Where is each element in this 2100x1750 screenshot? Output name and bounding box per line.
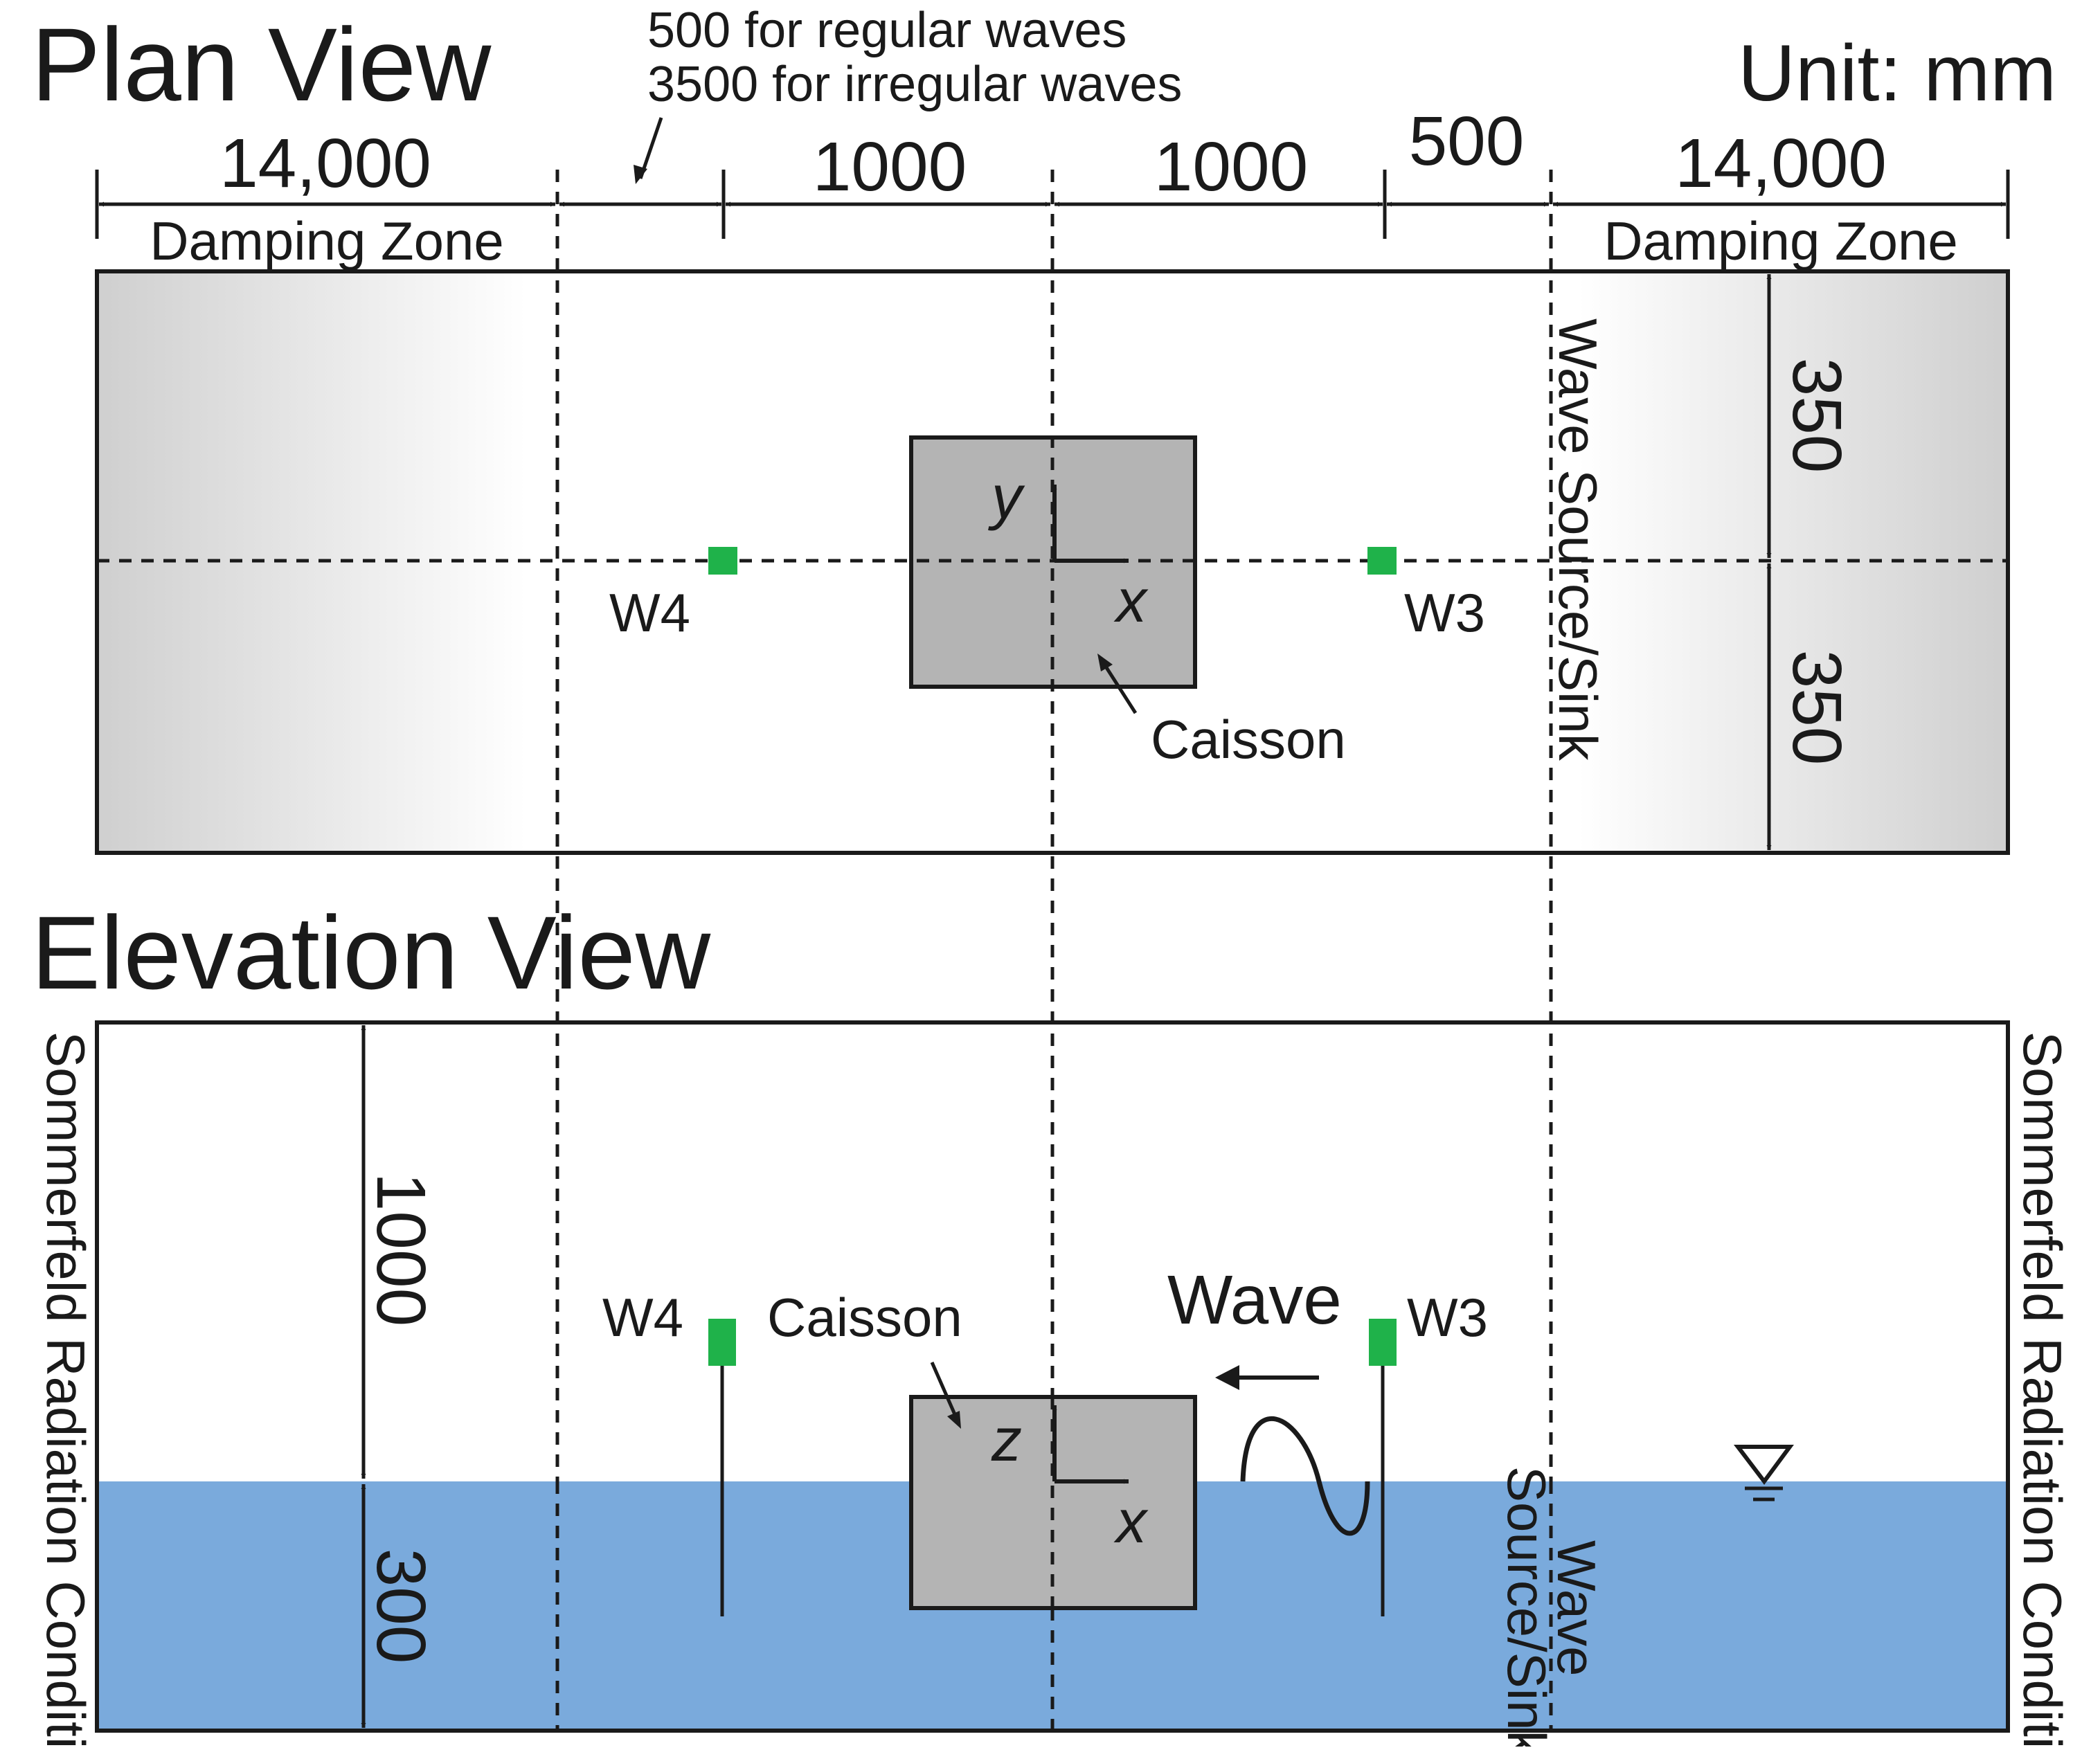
elevation-wave-source-line-2: Source/Sink bbox=[1496, 1466, 1557, 1747]
elevation-axis-x: x bbox=[1113, 1487, 1149, 1555]
dim-damping-right: 14,000 bbox=[1675, 125, 1887, 202]
dim-air-height: 1000 bbox=[362, 1173, 440, 1326]
length-note-line-1: 500 for regular waves bbox=[647, 3, 1127, 58]
elevation-dashed-guides bbox=[555, 1481, 1553, 1731]
unit-label: Unit: mm bbox=[1738, 29, 2056, 118]
damping-label-left: Damping Zone bbox=[150, 210, 504, 271]
plan-axes bbox=[1052, 485, 1129, 563]
elevation-probe-w4-label: W4 bbox=[602, 1287, 683, 1348]
plan-probe-w3 bbox=[1367, 547, 1397, 575]
elevation-view-title: Elevation View bbox=[31, 894, 711, 1011]
left-boundary-label: Sommerfeld Radiation Condition bbox=[35, 1031, 96, 1747]
elevation-axes bbox=[1052, 1405, 1129, 1484]
wave-direction-arrowhead bbox=[1215, 1365, 1239, 1390]
dim-half-width-top: 350 bbox=[1778, 358, 1856, 473]
dim-gap-left: 1000 bbox=[813, 128, 967, 206]
elevation-caisson-pointer bbox=[930, 1361, 961, 1429]
dim-water-depth: 300 bbox=[362, 1549, 440, 1664]
plan-axis-y: y bbox=[988, 462, 1025, 531]
elevation-probe-w3 bbox=[1369, 1319, 1397, 1366]
top-dimension-ticks bbox=[95, 170, 2010, 239]
plan-probe-w3-label: W3 bbox=[1404, 582, 1485, 643]
wave-curve-icon bbox=[1240, 1416, 1370, 1536]
dim-half-width-bottom: 350 bbox=[1778, 650, 1856, 766]
elevation-caisson-label: Caisson bbox=[767, 1287, 962, 1348]
water-level-icon bbox=[1733, 1445, 1794, 1501]
dim-gap-right: 1000 bbox=[1154, 128, 1308, 206]
dim-damping-left: 14,000 bbox=[219, 125, 431, 202]
plan-view-title: Plan View bbox=[31, 6, 492, 123]
wave-label: Wave bbox=[1167, 1261, 1342, 1339]
length-note-line-2: 3500 for irregular waves bbox=[647, 57, 1182, 112]
plan-probe-w4-label: W4 bbox=[609, 582, 690, 643]
right-boundary-label: Sommerfeld Radiation Condition bbox=[2012, 1031, 2073, 1747]
damping-label-right: Damping Zone bbox=[1604, 210, 1958, 271]
plan-probe-w4 bbox=[708, 547, 737, 575]
dim-source: 500 bbox=[1409, 102, 1525, 180]
elevation-wave-source-line-1: Wave bbox=[1546, 1540, 1607, 1677]
elevation-axis-z: z bbox=[991, 1405, 1022, 1474]
plan-wave-source-label: Wave Source/Sink bbox=[1547, 318, 1608, 761]
plan-axis-x: x bbox=[1113, 566, 1149, 635]
elevation-probe-w4 bbox=[708, 1319, 736, 1366]
plan-caisson-pointer bbox=[1097, 653, 1138, 714]
plan-caisson-label: Caisson bbox=[1151, 709, 1346, 770]
elevation-probe-w3-label: W3 bbox=[1407, 1287, 1488, 1348]
note-pointer-arrow bbox=[634, 117, 663, 184]
